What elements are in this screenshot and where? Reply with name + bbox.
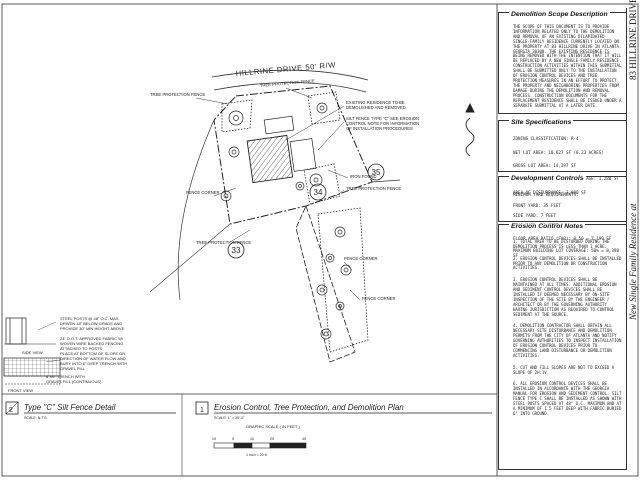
callout-tree-fence-2: TREE PROTECTION FENCE <box>260 78 316 88</box>
callout-silt-fence: SILT FENCE TYPE "C" SEE EROSION CONTROL … <box>346 116 420 131</box>
demolition-title: Demolition Scope Description <box>509 11 610 18</box>
callout-tree-fence-4: TREE PROTECTION FENCE <box>196 240 251 245</box>
dev-line: FLOOR AREA RATIO (FAR): 0.50 = 7,199 SF <box>513 235 612 241</box>
detail-title-block: 2 Type "C" Silt Fence Detail SCALE: N.T.… <box>5 401 176 420</box>
demolition-scope-box: Demolition Scope Description THE SCOPE O… <box>498 11 627 114</box>
graphic-scale-label: GRAPHIC SCALE ( IN FEET ) <box>246 424 300 429</box>
site-specs-box: Site Specifications ZONING CLASSIFICATIO… <box>498 119 627 195</box>
plan-scale: SCALE: 1" = 20'-0" <box>214 416 245 420</box>
plan-title: Erosion Control, Tree Protection, and De… <box>214 403 404 412</box>
dev-line: SIDE YARD: 7 FEET <box>513 213 556 219</box>
scale-tick-4: 40 <box>302 437 306 441</box>
plan-callouts <box>195 87 361 301</box>
erosion-note: 3. EROSION CONTROL DEVICES SHALL BE MAIN… <box>513 277 617 317</box>
scale-tick-1: 0 <box>232 437 234 441</box>
callout-fence-corner-1: FENCE CORNER <box>186 190 220 195</box>
property-parcel <box>149 85 401 363</box>
tree-protection-fence <box>221 91 369 353</box>
graphic-scale: GRAPHIC SCALE ( IN FEET ) 10 0 10 20 40 … <box>212 424 307 457</box>
dev-title: Development Controls <box>509 175 586 182</box>
detail-number: 2 <box>9 407 13 414</box>
dev-controls-box: Development Controls MINIMUM YARD REQUIR… <box>498 175 627 258</box>
lot-markers: 33 34 35 <box>227 163 385 259</box>
erosion-note: 4. DEMOLITION CONTRACTOR SHALL OBTAIN AL… <box>513 323 622 358</box>
site-title: Site Specifications <box>509 119 574 126</box>
scale-tick-0: 10 <box>212 437 216 441</box>
scale-tick-2: 10 <box>250 437 254 441</box>
callout-fence-corner-2: FENCE CORNER <box>344 256 378 261</box>
site-line: AREA OF DISTURBANCE: 3,800 SF <box>513 189 587 195</box>
trees <box>220 102 352 340</box>
erosion-notes: 1. TOTAL AREA TO BE DISTURBED DURING THE… <box>513 235 622 422</box>
street-label: HILLRINE DRIVE 50' R/W <box>235 60 336 78</box>
dev-line: MAXIMUM BUILDING LOT COVERAGE: 50% = 8,3… <box>513 248 619 259</box>
lot-label-34: 34 <box>314 188 323 197</box>
erosion-note: 6. ALL EROSION CONTROL DEVICES SHALL BE … <box>513 381 622 416</box>
callout-tree-fence-3: TREE PROTECTION FENCE <box>346 186 401 191</box>
street: HILLRINE DRIVE 50' R/W <box>211 60 369 93</box>
side-view-label: SIDE VIEW <box>22 350 43 355</box>
north-arrow-icon <box>465 102 475 157</box>
silt-note-1: STEEL POSTS @ 48" O.C. MAX. DRIVEN 18" B… <box>60 316 125 331</box>
demolition-text: THE SCOPE OF THIS DOCUMENT IS TO PROVIDE… <box>513 24 622 108</box>
site-line: ZONING CLASSIFICATION: R-4 <box>513 136 579 142</box>
project-address: 83 HILLRINE DRIVE <box>628 0 638 80</box>
lot-label-33: 33 <box>232 246 241 255</box>
plan-number: 1 <box>200 407 204 414</box>
dev-line: FRONT YARD: 35 FEET <box>513 202 561 208</box>
erosion-note: 2. EROSION CONTROL DEVICES SHALL BE INST… <box>513 255 622 271</box>
erosion-note: 5. CUT AND FILL SLOPES ARE NOT TO EXCEED… <box>513 364 615 375</box>
silt-note-2: 24" D.O.T. APPROVED FABRIC W/ WOVEN WIRE… <box>60 336 128 371</box>
sheet-border <box>1 3 639 477</box>
dev-line: MINIMUM YARD REQUIREMENTS: <box>513 192 579 198</box>
callout-existing-residence: EXISTING RESIDENCE TO BE DEMOLISHED AND … <box>346 100 406 110</box>
callout-tree-fence-1: TREE PROTECTION FENCE <box>150 92 205 97</box>
erosion-title: Erosion Control Notes <box>509 223 586 230</box>
plan-title-block: 1 Erosion Control, Tree Protection, and … <box>195 401 492 420</box>
plan-callout-text: TREE PROTECTION FENCE TREE PROTECTION FE… <box>150 78 420 301</box>
callout-fence-corner-3: FENCE CORNER <box>362 296 396 301</box>
erosion-notes-box: Erosion Control Notes 1. TOTAL AREA TO B… <box>498 223 627 470</box>
info-panel: Demolition Scope Description THE SCOPE O… <box>498 8 627 470</box>
existing-residence <box>246 115 317 184</box>
erosion-note: 1. TOTAL AREA TO BE DISTURBED DURING THE… <box>513 238 610 249</box>
project-title: New Single Family Residence at <box>628 203 638 320</box>
callout-iron-found: IRON FOUND <box>350 174 377 179</box>
title-strip <box>626 8 640 470</box>
detail-title: Type "C" Silt Fence Detail <box>24 403 116 412</box>
scale-tick-3: 20 <box>270 437 274 441</box>
site-line: GROSS LOT AREA: 14,397 SF <box>513 163 577 169</box>
silt-fence-detail: STEEL POSTS @ 48" O.C. MAX. DRIVEN 18" B… <box>3 316 128 393</box>
graphic-scale-unit: 1 inch = 20 ft <box>246 453 267 457</box>
detail-scale: SCALE: N.T.S. <box>24 416 48 420</box>
front-view-label: FRONT VIEW <box>8 388 33 393</box>
trench-note: 6"X6" TRENCH WITH GRAVEL FILL (CONTINUOU… <box>46 374 102 384</box>
site-line: NET LOT AREA: 10,627 SF (0.23 ACRES) <box>513 149 604 155</box>
lot-label-35: 35 <box>372 168 381 177</box>
